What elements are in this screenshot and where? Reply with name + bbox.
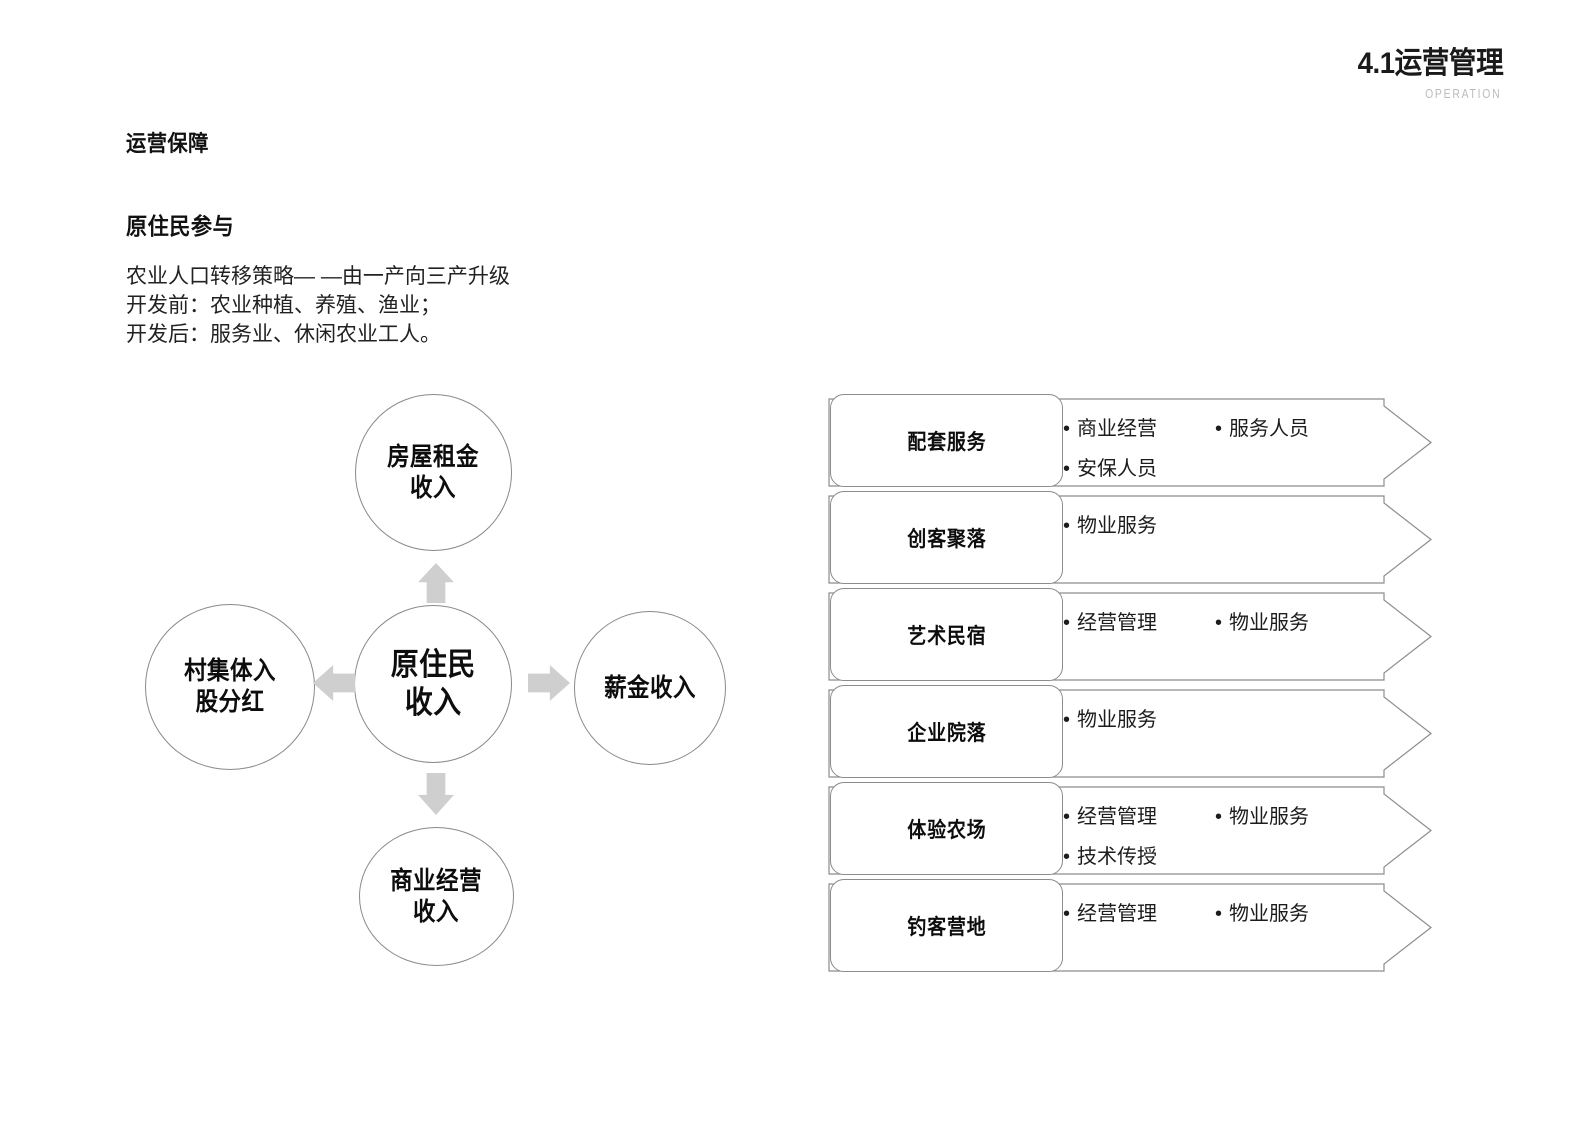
bullet-icon: • (1215, 903, 1223, 925)
list-item: • 安保人员 (1063, 452, 1157, 481)
list-item-text: 技术传授 (1077, 846, 1158, 868)
arrow-left-icon (313, 665, 355, 701)
arrow-right-icon (528, 665, 570, 701)
list-item: • 经营管理 (1063, 897, 1157, 926)
flow-row[interactable]: 钓客营地 • 经营管理 • 物业服务 (828, 879, 1448, 976)
flow-row-label[interactable]: 创客聚落 (830, 491, 1063, 584)
flow-row-items: • 经营管理 • 物业服务 (1063, 889, 1393, 969)
flow-row-label[interactable]: 配套服务 (830, 394, 1063, 487)
list-item: • 物业服务 (1215, 606, 1309, 635)
flow-row-label-text: 艺术民宿 (906, 624, 987, 648)
flow-row-items: • 经营管理 • 物业服务 (1063, 598, 1393, 678)
circle-node-right: 薪金收入 (574, 611, 726, 765)
flow-row-label[interactable]: 企业院落 (830, 685, 1063, 778)
flow-row-items: • 经营管理 • 技术传授 • 物业服务 (1063, 792, 1393, 872)
list-item-text: 经营管理 (1077, 903, 1158, 925)
flow-row-label[interactable]: 钓客营地 (830, 879, 1063, 972)
flow-rows-container: 配套服务•商业经营•安保人员•服务人员创客聚落•物业服务艺术民宿•经营管理•物业… (828, 394, 1448, 984)
list-item-text: 物业服务 (1229, 612, 1310, 634)
list-item: • 物业服务 (1063, 703, 1157, 732)
list-item: • 技术传授 (1063, 840, 1157, 869)
body-paragraph: 农业人口转移策略— —由一产向三产升级 开发前：农业种植、养殖、渔业； 开发后：… (126, 265, 510, 346)
flow-row[interactable]: 体验农场 • 经营管理 • 技术传授 • 物业服务 (828, 782, 1448, 879)
flow-row-label[interactable]: 艺术民宿 (830, 588, 1063, 681)
list-item-text: 物业服务 (1229, 806, 1310, 828)
circle-node-center-label: 原住民收入 (390, 647, 476, 720)
flow-row-label-text: 体验农场 (906, 818, 987, 842)
bullet-icon: • (1063, 806, 1071, 828)
arrow-down-icon (418, 773, 454, 815)
circle-node-left-label: 村集体入股分红 (184, 657, 276, 716)
list-item-text: 安保人员 (1077, 458, 1158, 480)
bullet-icon: • (1063, 458, 1071, 480)
circle-node-bottom-label: 商业经营收入 (390, 866, 483, 926)
bullet-icon: • (1215, 612, 1223, 634)
flow-row-items: • 物业服务 (1063, 501, 1393, 581)
list-item: • 经营管理 (1063, 606, 1157, 635)
circle-node-top: 房屋租金收入 (355, 394, 512, 551)
page-subtitle: OPERATION (1424, 86, 1501, 101)
page-title: 4.1运营管理 (1357, 47, 1503, 80)
section-heading: 运营保障 (126, 131, 209, 156)
circle-node-top-label: 房屋租金收入 (387, 442, 480, 502)
sub-heading: 原住民参与 (126, 213, 235, 239)
list-item: • 物业服务 (1063, 509, 1157, 538)
list-item: • 商业经营 (1063, 412, 1157, 441)
list-item-text: 物业服务 (1077, 515, 1158, 537)
flow-row-label-text: 配套服务 (906, 430, 987, 454)
circle-node-right-label: 薪金收入 (604, 673, 696, 702)
bullet-icon: • (1063, 846, 1071, 868)
flow-row[interactable]: 艺术民宿 • 经营管理 • 物业服务 (828, 588, 1448, 685)
flow-row-label-text: 创客聚落 (906, 527, 987, 551)
list-item-text: 物业服务 (1077, 709, 1158, 731)
flow-row-label[interactable]: 体验农场 (830, 782, 1063, 875)
arrow-up-icon (418, 563, 454, 603)
flow-row-label-text: 钓客营地 (906, 915, 987, 939)
list-item-text: 经营管理 (1077, 612, 1158, 634)
bullet-icon: • (1063, 418, 1071, 440)
list-item-text: 服务人员 (1229, 418, 1310, 440)
circle-node-bottom: 商业经营收入 (359, 827, 514, 966)
list-item: • 物业服务 (1215, 897, 1309, 926)
bullet-icon: • (1063, 612, 1071, 634)
flow-row[interactable]: 企业院落 • 物业服务 (828, 685, 1448, 782)
circle-node-center: 原住民收入 (354, 605, 512, 763)
list-item: • 经营管理 (1063, 800, 1157, 829)
bullet-icon: • (1063, 709, 1071, 731)
list-item-text: 物业服务 (1229, 903, 1310, 925)
bullet-icon: • (1063, 515, 1071, 537)
list-item: • 服务人员 (1215, 412, 1309, 441)
list-item: • 物业服务 (1215, 800, 1309, 829)
flow-row-items: • 物业服务 (1063, 695, 1393, 775)
bullet-icon: • (1215, 418, 1223, 440)
bullet-icon: • (1215, 806, 1223, 828)
flow-row[interactable]: 创客聚落 • 物业服务 (828, 491, 1448, 588)
bullet-icon: • (1063, 903, 1071, 925)
flow-row[interactable]: 配套服务 • 商业经营 • 安保人员 • 服务人员 (828, 394, 1448, 491)
circle-node-left: 村集体入股分红 (145, 604, 315, 770)
flow-row-label-text: 企业院落 (906, 721, 987, 745)
flow-row-items: • 商业经营 • 安保人员 • 服务人员 (1063, 404, 1393, 484)
list-item-text: 商业经营 (1077, 418, 1158, 440)
list-item-text: 经营管理 (1077, 806, 1158, 828)
